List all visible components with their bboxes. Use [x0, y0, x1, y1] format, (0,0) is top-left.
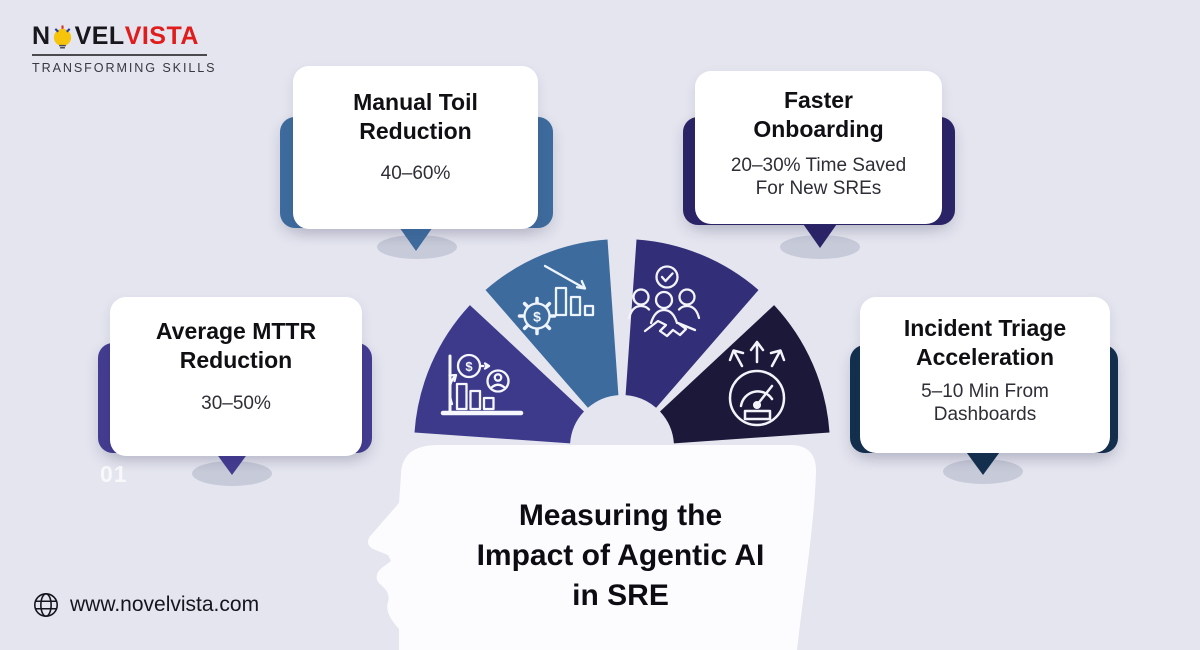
- card-manual-toil-reduction: Manual Toil Reduction 40–60%: [280, 66, 553, 259]
- wedge-toil: [485, 239, 619, 408]
- main-title: Measuring the Impact of Agentic AI in SR…: [413, 496, 828, 616]
- wedge-onboarding: [625, 239, 759, 408]
- stat-card: Incident Triage Acceleration 5–10 Min Fr…: [860, 297, 1110, 453]
- stat-title: Average MTTR Reduction: [155, 318, 317, 373]
- gear-dollar-decline-icon: $: [517, 264, 595, 336]
- lightbulb-icon: [51, 24, 74, 49]
- step-number-badge: 01: [100, 461, 128, 487]
- speedometer-arrows-icon: [728, 340, 786, 427]
- logo-letter-n: N: [32, 22, 51, 50]
- card-average-mttr-reduction: Average MTTR Reduction 30–50%: [98, 297, 372, 487]
- footer: www.novelvista.com: [32, 591, 259, 619]
- stat-card: Manual Toil Reduction 40–60%: [293, 66, 538, 229]
- logo-letter-vel: VEL: [74, 22, 125, 50]
- logo-divider: [32, 54, 207, 56]
- card-incident-triage-acceleration: Incident Triage Acceleration 5–10 Min Fr…: [850, 297, 1118, 487]
- card-faster-onboarding: Faster Onboarding 20–30% Time Saved For …: [683, 66, 955, 259]
- stat-title: Faster Onboarding: [753, 87, 884, 142]
- bar-chart-dollar-person-icon: $: [440, 353, 524, 416]
- stat-value: 40–60%: [380, 163, 451, 184]
- head-silhouette: [368, 445, 817, 650]
- svg-text:$: $: [533, 309, 541, 325]
- stat-value: 30–50%: [201, 393, 271, 414]
- stat-value: 5–10 Min From Dashboards: [921, 381, 1049, 425]
- team-check-handshake-icon: [627, 265, 701, 338]
- logo-tagline: TRANSFORMING SKILLS: [32, 61, 217, 75]
- globe-icon: [34, 593, 58, 617]
- stat-value: 20–30% Time Saved For New SREs: [730, 155, 907, 199]
- svg-text:$: $: [465, 359, 473, 374]
- logo-letter-vista: VISTA: [124, 22, 199, 50]
- main-title-line3: in SRE: [572, 579, 669, 612]
- stat-title: Manual Toil Reduction: [353, 89, 478, 144]
- main-title-line2: Impact of Agentic AI: [476, 539, 765, 572]
- stat-card: Average MTTR Reduction 30–50%: [110, 297, 362, 456]
- stat-title: Incident Triage Acceleration: [903, 315, 1067, 370]
- main-title-line1: Measuring the: [518, 499, 723, 532]
- stat-card: Faster Onboarding 20–30% Time Saved For …: [695, 71, 942, 224]
- website-url[interactable]: www.novelvista.com: [70, 593, 260, 616]
